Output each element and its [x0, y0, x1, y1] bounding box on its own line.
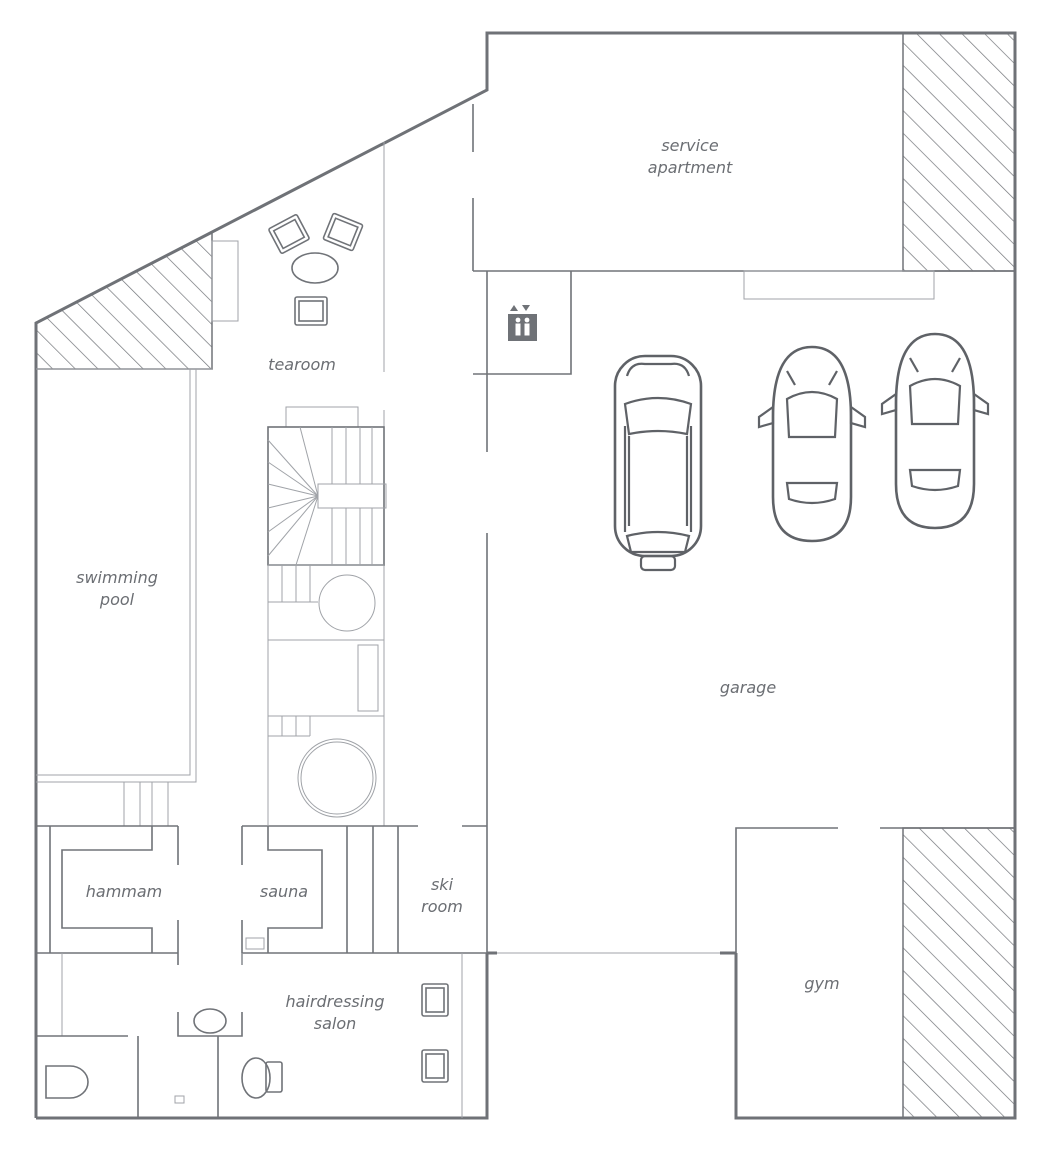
room-label-tearoom: tearoom — [268, 355, 336, 374]
armchair-icon — [421, 983, 449, 1017]
armchair-icon — [268, 214, 310, 254]
room-label-swimming-pool: swimming pool — [76, 568, 158, 609]
salon-furniture — [45, 983, 449, 1099]
elevator-icon — [508, 305, 537, 341]
armchair-icon — [421, 1049, 449, 1083]
room-label-hammam: hammam — [85, 882, 163, 901]
armchair-icon — [322, 212, 364, 252]
car-icon — [880, 332, 990, 530]
car-icon — [757, 345, 867, 543]
tearoom-furniture — [268, 212, 364, 326]
room-label-ski-room: ski room — [421, 875, 463, 916]
exterior-walls — [34, 31, 1017, 1120]
staircase-icon — [267, 406, 387, 826]
room-label-garage: garage — [719, 678, 777, 697]
armchair-icon — [294, 296, 328, 326]
car-icon — [613, 354, 703, 572]
interior-walls — [36, 104, 1015, 1118]
room-label-hairdressing-salon: hairdressing salon — [285, 992, 385, 1033]
room-label-gym: gym — [804, 974, 840, 993]
room-label-sauna: sauna — [259, 882, 309, 901]
room-label-service-apartment: service apartment — [647, 136, 733, 177]
hatched-zones — [35, 32, 1016, 1119]
